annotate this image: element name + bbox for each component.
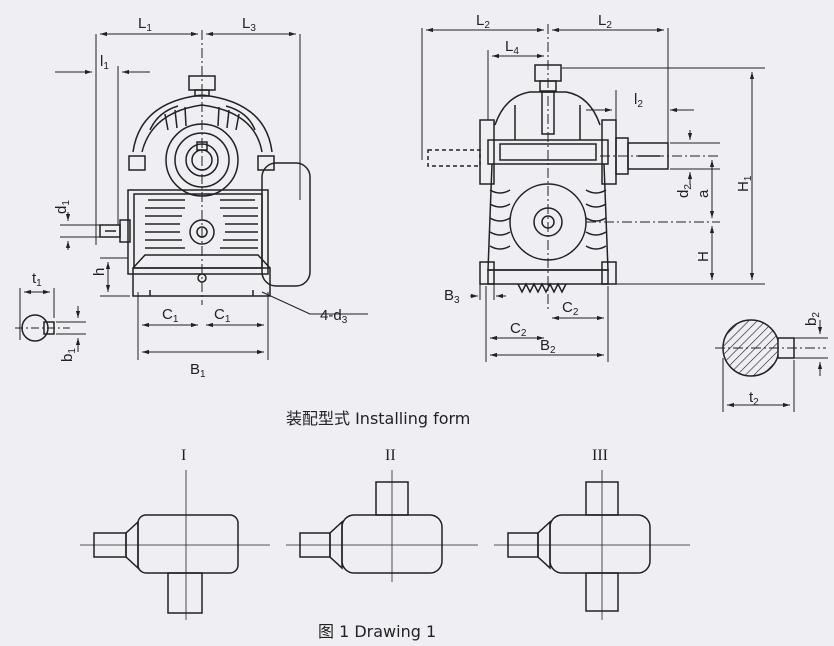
installing-form-1 bbox=[80, 470, 270, 620]
dim-label-l2: l2 bbox=[634, 91, 643, 110]
dim-label-subscript: 3 bbox=[454, 295, 460, 306]
dim-label-c1b: C1 bbox=[214, 306, 231, 325]
dim-label-h: h bbox=[91, 268, 108, 276]
dim-label-main: L bbox=[505, 38, 513, 55]
dim-label-main: l bbox=[634, 91, 637, 108]
dim-label-subscript: 1 bbox=[225, 314, 231, 325]
dim-label-l1: L1 bbox=[138, 15, 152, 34]
side-view-dimensions bbox=[421, 24, 828, 412]
dim-label-subscript: 2 bbox=[811, 312, 822, 318]
dim-label-l1: l1 bbox=[100, 53, 109, 72]
dim-label-main: C bbox=[214, 306, 225, 323]
dim-label-subscript: 1 bbox=[61, 200, 72, 206]
dim-label-t1: t1 bbox=[32, 270, 42, 289]
form-label-1: I bbox=[181, 447, 186, 464]
form-label-2: II bbox=[385, 447, 396, 464]
front-view-dimensions bbox=[15, 30, 368, 360]
dim-label-main: d bbox=[675, 190, 692, 198]
form-label-3: III bbox=[592, 447, 608, 464]
dim-label-subscript: 3 bbox=[250, 23, 256, 34]
dim-label-b2: b2 bbox=[803, 312, 822, 326]
dim-label-d2: d2 bbox=[675, 184, 694, 198]
dim-label-main: L bbox=[138, 15, 146, 32]
dim-label-main: h bbox=[91, 268, 108, 276]
dim-label-subscript: 1 bbox=[200, 369, 206, 380]
dim-label-subscript: 4 bbox=[513, 46, 519, 57]
dim-label-h1: H1 bbox=[735, 175, 754, 192]
dim-label-subscript: 2 bbox=[573, 307, 579, 318]
dim-label-main: t bbox=[32, 270, 37, 287]
dim-label-main: d bbox=[53, 206, 70, 214]
dim-label-c1a: C1 bbox=[162, 306, 179, 325]
dim-label-l4: L4 bbox=[505, 38, 519, 57]
dim-label-main: C bbox=[562, 299, 573, 316]
dim-label-b1: B1 bbox=[190, 361, 206, 380]
dim-label-subscript: 2 bbox=[521, 328, 527, 339]
dim-label-l2a: L2 bbox=[476, 12, 490, 31]
dim-label-h: H bbox=[695, 251, 712, 262]
dim-label-c2a: C2 bbox=[562, 299, 579, 318]
dim-label-c2b: C2 bbox=[510, 320, 527, 339]
dim-label-subscript: 2 bbox=[683, 184, 694, 190]
dim-label-main: L bbox=[242, 15, 250, 32]
dim-label-subscript: 1 bbox=[146, 23, 152, 34]
dim-label-d3: 4-d3 bbox=[320, 307, 348, 326]
dim-label-main: H bbox=[735, 181, 752, 192]
dim-label-main: H bbox=[695, 251, 712, 262]
dim-label-subscript: 1 bbox=[103, 61, 109, 72]
section-title: 装配型式 Installing form bbox=[286, 409, 470, 428]
dim-label-main: C bbox=[162, 306, 173, 323]
installing-form-3 bbox=[494, 470, 690, 620]
dim-label-main: B bbox=[444, 287, 454, 304]
installing-form-2 bbox=[286, 470, 478, 582]
dim-label-subscript: 2 bbox=[606, 20, 612, 31]
dim-label-b2: B2 bbox=[540, 337, 556, 356]
dim-label-t2: t2 bbox=[749, 389, 759, 408]
dim-label-subscript: 1 bbox=[67, 348, 78, 354]
dim-label-subscript: 2 bbox=[753, 397, 759, 408]
dim-label-main: B bbox=[540, 337, 550, 354]
dim-label-a: a bbox=[695, 189, 712, 198]
dim-label-main: C bbox=[510, 320, 521, 337]
dim-label-b1: b1 bbox=[59, 348, 78, 362]
dim-label-main: t bbox=[749, 389, 754, 406]
dim-label-main: L bbox=[598, 12, 606, 29]
figure-caption: 图 1 Drawing 1 bbox=[318, 622, 436, 641]
dim-label-subscript: 2 bbox=[637, 99, 643, 110]
dim-label-l2b: L2 bbox=[598, 12, 612, 31]
dim-label-main: b bbox=[803, 318, 820, 326]
dim-label-subscript: 2 bbox=[550, 345, 556, 356]
dim-label-l3: L3 bbox=[242, 15, 256, 34]
dim-label-subscript: 1 bbox=[173, 314, 179, 325]
front-view bbox=[99, 75, 311, 297]
dim-label-main: l bbox=[100, 53, 103, 70]
dim-label-d1: d1 bbox=[53, 200, 72, 214]
dim-label-main: b bbox=[59, 354, 76, 362]
dim-label-b3: B3 bbox=[444, 287, 460, 306]
dim-label-subscript: 2 bbox=[484, 20, 490, 31]
dim-label-main: B bbox=[190, 361, 200, 378]
dim-label-main: a bbox=[695, 189, 712, 198]
dim-label-subscript: 1 bbox=[743, 175, 754, 181]
dim-label-subscript: 3 bbox=[342, 315, 348, 326]
dim-label-main: 4-d bbox=[320, 307, 342, 324]
dim-label-subscript: 1 bbox=[36, 278, 42, 289]
dim-label-main: L bbox=[476, 12, 484, 29]
